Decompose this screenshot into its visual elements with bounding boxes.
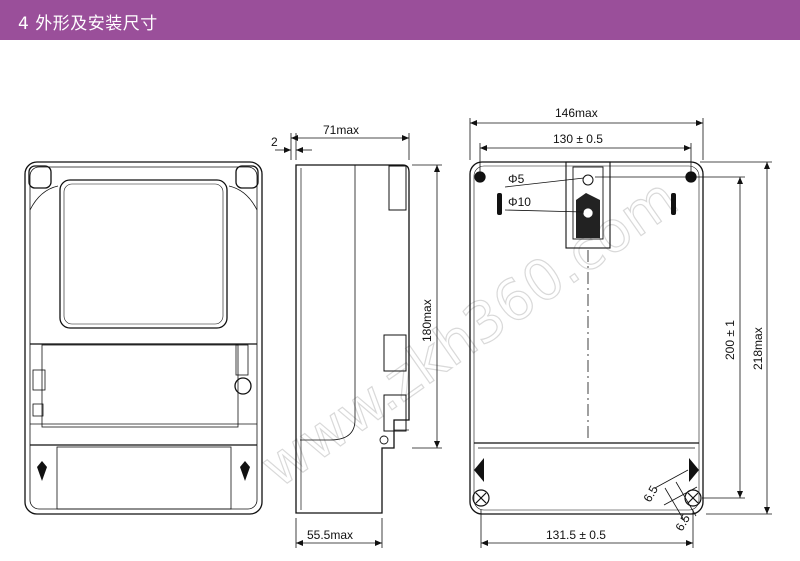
section-title: 4 外形及安装尺寸: [18, 14, 158, 34]
side-view: [295, 164, 410, 514]
screw-icon: [37, 461, 47, 481]
back-hole-spacing-top-label: 130 ± 0.5: [553, 132, 603, 146]
screw-icon: [240, 461, 250, 481]
back-overall-width-label: 146max: [555, 106, 598, 120]
back-view: [469, 161, 704, 515]
back-hole-spacing-bottom-label: 131.5 ± 0.5: [546, 528, 606, 542]
vertical-spacing-label: 200 ± 1: [723, 320, 737, 360]
hole-diameter-large-label: Φ10: [508, 195, 531, 209]
side-dimensions: [275, 133, 442, 548]
side-top-width-label: 71max: [323, 123, 359, 137]
slot-dimension-b-label: 6.5: [672, 512, 693, 534]
back-dimensions: [469, 118, 772, 548]
front-view: [24, 161, 263, 515]
hole-diameter-small-label: Φ5: [508, 172, 525, 186]
side-height-label: 180max: [420, 299, 434, 342]
side-bottom-width-label: 55.5max: [307, 528, 353, 542]
screw-icon: [472, 489, 490, 507]
overall-height-label: 218max: [751, 327, 765, 370]
side-top-offset-label: 2: [271, 135, 278, 149]
section-header: 4 外形及安装尺寸: [0, 0, 800, 40]
